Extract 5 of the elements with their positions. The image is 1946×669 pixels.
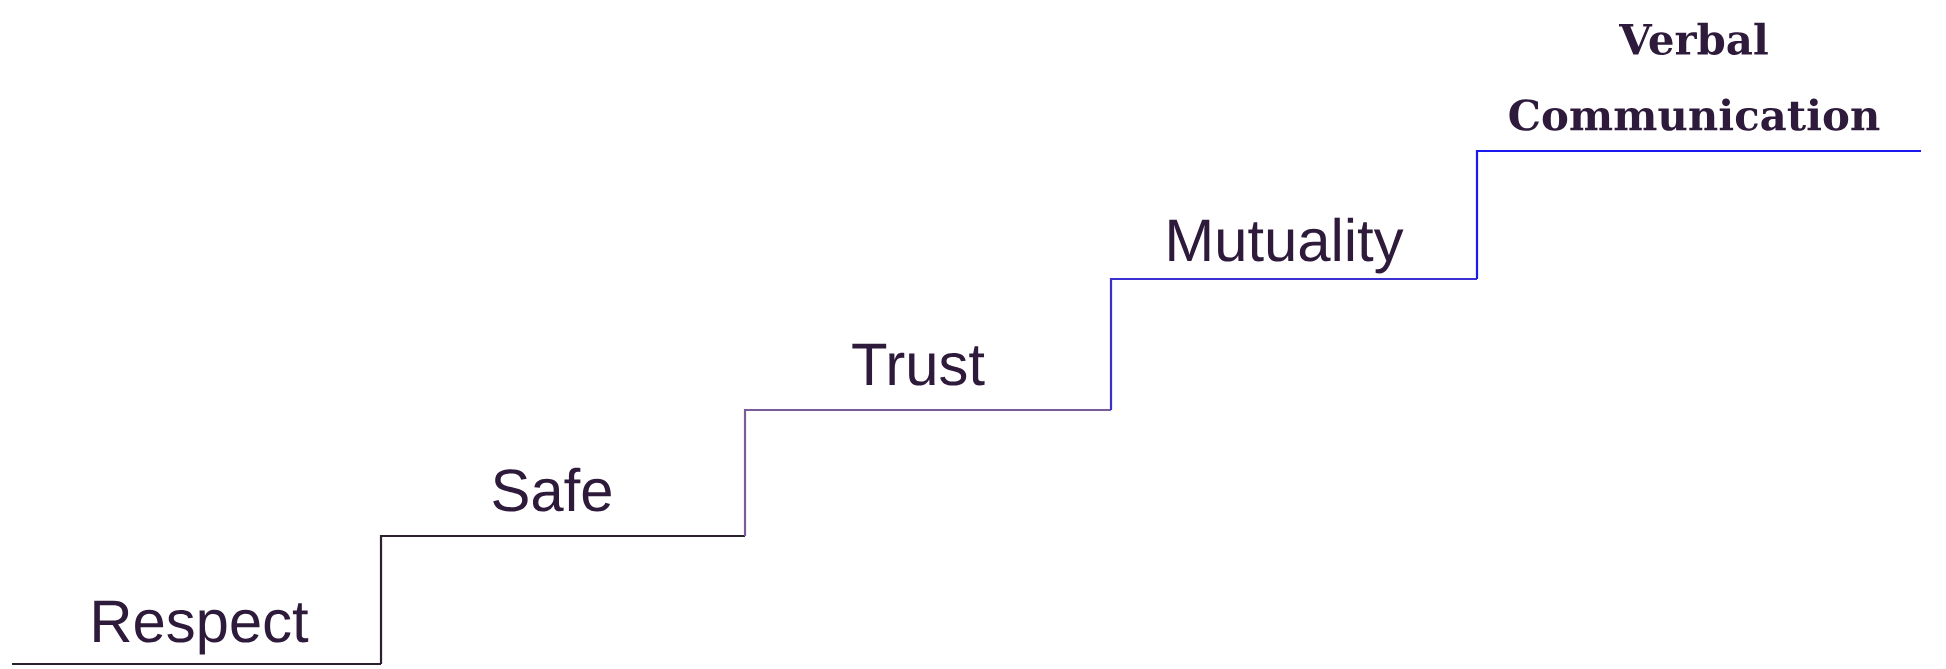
step-label: Mutuality (1169, 217, 1404, 274)
step-label: Respect (94, 600, 309, 655)
step-label: Verbal Communication (1509, 22, 1880, 131)
step-label: Trust (852, 343, 985, 386)
step-label: Safe (493, 467, 611, 512)
